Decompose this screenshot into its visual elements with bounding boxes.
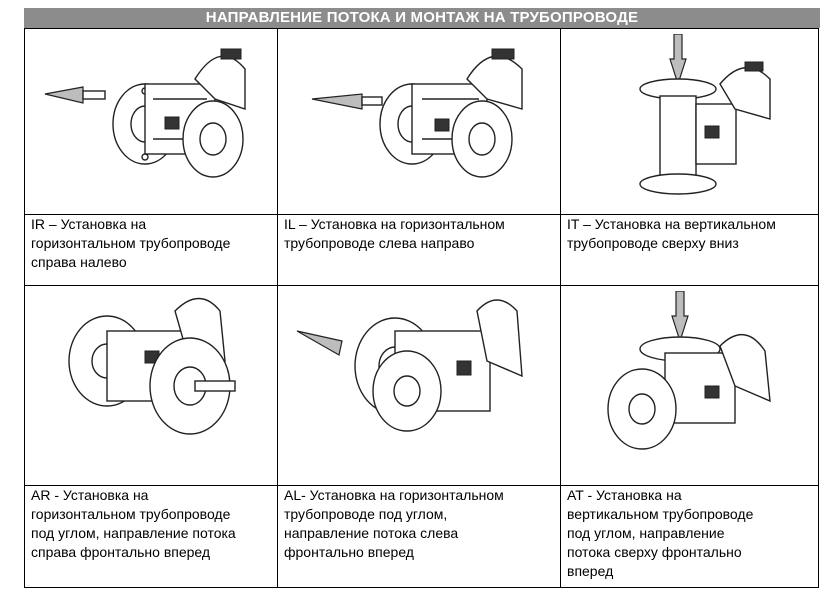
caption-line: IR – Установка на (31, 216, 147, 232)
valve-it-illustration (639, 34, 771, 195)
column-divider (560, 29, 561, 587)
caption-line: вперед (567, 563, 614, 579)
row-divider (25, 285, 818, 286)
column-divider (277, 29, 278, 587)
caption-line: AT - Установка на (567, 487, 682, 503)
caption-line: трубопроводе слева направо (284, 235, 475, 251)
caption-it: IT – Установка на вертикальном трубопров… (561, 215, 819, 253)
caption-line: AL- Установка на горизонтальном (284, 487, 504, 503)
caption-line: горизонтальном трубопроводе (31, 235, 231, 251)
caption-line: IL – Установка на горизонтальном (284, 216, 505, 232)
valve-ir-illustration (44, 48, 246, 178)
caption-il: IL – Установка на горизонтальном трубопр… (278, 215, 560, 253)
caption-line: фронтально вперед (284, 544, 414, 560)
valve-al-illustration (296, 299, 523, 432)
caption-at: AT - Установка на вертикальном трубопров… (561, 486, 819, 581)
row-divider (25, 485, 818, 486)
row-divider (25, 214, 818, 215)
table-title: НАПРАВЛЕНИЕ ПОТОКА И МОНТАЖ НА ТРУБОПРОВ… (24, 8, 820, 28)
caption-line: справа налево (31, 254, 127, 270)
caption-line: IT – Установка на вертикальном (567, 216, 776, 232)
caption-ir: IR – Установка на горизонтальном трубопр… (25, 215, 277, 272)
valve-il-illustration (311, 48, 523, 178)
valve-ar-illustration (68, 297, 236, 435)
mounting-table: IR – Установка на горизонтальном трубопр… (24, 28, 819, 588)
caption-line: направление потока слева (284, 525, 459, 541)
caption-line: под углом, направление потока (31, 525, 236, 541)
caption-ar: AR - Установка на горизонтальном трубопр… (25, 486, 277, 562)
caption-line: потока сверху фронтально (567, 544, 742, 560)
caption-line: горизонтальном трубопроводе (31, 506, 231, 522)
caption-al: AL- Установка на горизонтальном трубопро… (278, 486, 560, 562)
caption-line: вертикальном трубопроводе (567, 506, 754, 522)
caption-line: трубопроводе под углом, (284, 506, 448, 522)
valve-at-illustration (607, 291, 771, 450)
caption-line: AR - Установка на (31, 487, 149, 503)
caption-line: под углом, направление (567, 525, 725, 541)
caption-line: трубопроводе сверху вниз (567, 235, 739, 251)
caption-line: справа фронтально вперед (31, 544, 211, 560)
